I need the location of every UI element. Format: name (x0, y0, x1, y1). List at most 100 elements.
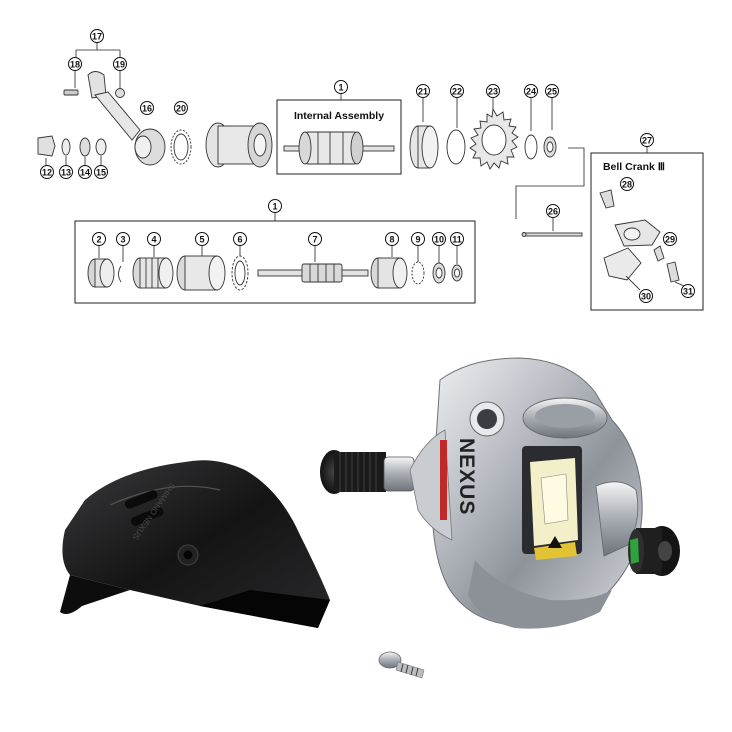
callout-17: 17 (90, 29, 104, 43)
cassette-joint-arm-16 (94, 91, 141, 141)
callout-7-label: 7 (312, 235, 317, 245)
clutch-4 (132, 257, 174, 289)
callout-7: 7 (308, 232, 322, 246)
callout-24-label: 24 (526, 87, 536, 97)
callout-8-label: 8 (389, 235, 394, 245)
lock-ring-20 (170, 129, 192, 165)
callout-24: 24 (524, 84, 538, 98)
callout-9: 9 (411, 232, 425, 246)
bell-crank-cover: SHIMANO NEXUS (60, 460, 330, 628)
callout-2: 2 (92, 232, 106, 246)
callout-13-label: 13 (61, 168, 71, 178)
callout-22-label: 22 (452, 87, 462, 97)
callout-1-top: 1 (334, 80, 348, 94)
callout-11: 11 (450, 232, 464, 246)
screw-18 (63, 89, 79, 96)
fixing-screw (378, 651, 425, 679)
callout-19: 19 (113, 57, 127, 71)
callout-23: 23 (486, 84, 500, 98)
bell-crank-title: Bell Crank Ⅲ (603, 161, 665, 173)
callout-30-label: 30 (641, 292, 651, 302)
brand-text: NEXUS (455, 438, 478, 515)
callout-14-label: 14 (80, 168, 90, 178)
callout-3: 3 (116, 232, 130, 246)
callout-22: 22 (450, 84, 464, 98)
bell-crank-body (614, 219, 661, 247)
callout-25-label: 25 (547, 87, 557, 97)
driver-8 (370, 257, 408, 289)
callout-23-label: 23 (488, 87, 498, 97)
nut-19 (115, 88, 125, 98)
callout-26-label: 26 (548, 207, 558, 217)
callout-15-label: 15 (96, 168, 106, 178)
bolt-28 (599, 189, 615, 209)
callout-10-label: 10 (434, 235, 444, 245)
callout-21: 21 (416, 84, 430, 98)
callout-4: 4 (147, 232, 161, 246)
callout-17-label: 17 (92, 32, 102, 42)
sprocket-23 (469, 107, 519, 170)
cover-30 (603, 247, 642, 281)
callout-3-label: 3 (120, 235, 125, 245)
hub-cone-2 (87, 258, 115, 288)
internal-assembly-part (283, 131, 395, 165)
callout-31: 31 (681, 284, 695, 298)
washer-13 (61, 138, 71, 156)
callout-25: 25 (545, 84, 559, 98)
callout-16: 16 (140, 101, 154, 115)
callout-16-label: 16 (142, 104, 152, 114)
callout-31-label: 31 (683, 287, 693, 297)
nut-11 (451, 264, 463, 282)
snap-ring-24 (524, 134, 538, 160)
internal-assembly-title: Internal Assembly (294, 110, 384, 122)
callout-29-label: 29 (665, 235, 675, 245)
callout-28-label: 28 (622, 180, 632, 190)
dust-cap-12 (37, 135, 56, 157)
callout-8: 8 (385, 232, 399, 246)
exploded-diagram: 17 18 19 16 20 (37, 29, 704, 311)
pawl-ring-6 (231, 255, 249, 291)
callout-1-top-label: 1 (338, 83, 343, 93)
washer-15 (95, 138, 107, 156)
cone-10 (432, 262, 446, 284)
hub-axle-7 (257, 263, 369, 283)
callout-2-label: 2 (96, 235, 101, 245)
callout-28: 28 (620, 177, 634, 191)
callout-5: 5 (195, 232, 209, 246)
ball-bearing-9 (411, 261, 425, 285)
push-rod-26 (521, 232, 583, 237)
callout-27: 27 (640, 133, 654, 147)
callout-18-label: 18 (70, 60, 80, 70)
ball-cup-21 (409, 125, 439, 169)
ring-gear-5 (176, 255, 226, 291)
callout-6-label: 6 (237, 235, 242, 245)
callout-26: 26 (546, 204, 560, 218)
dust-cap-22 (446, 129, 466, 165)
hub-shell (205, 122, 273, 168)
callout-12-label: 12 (42, 168, 52, 178)
callout-14: 14 (78, 165, 92, 179)
product-photo: SHIMANO NEXUS NEXUS (60, 357, 680, 679)
callout-4-label: 4 (151, 235, 156, 245)
bell-crank-unit: NEXUS (320, 357, 680, 629)
callout-9-label: 9 (415, 235, 420, 245)
callout-18: 18 (68, 57, 82, 71)
callout-11-label: 11 (452, 235, 462, 245)
nut-14 (79, 137, 91, 157)
snap-ring-3 (118, 265, 122, 283)
screw-31 (666, 261, 680, 283)
callout-10: 10 (432, 232, 446, 246)
callout-19-label: 19 (115, 60, 125, 70)
callout-13: 13 (59, 165, 73, 179)
callout-1-bottom-label: 1 (272, 202, 277, 212)
callout-1-bottom: 1 (268, 199, 282, 213)
callout-6: 6 (233, 232, 247, 246)
callout-27-label: 27 (642, 136, 652, 146)
callout-20-label: 20 (176, 104, 186, 114)
callout-20: 20 (174, 101, 188, 115)
nut-25 (543, 136, 557, 158)
callout-21-label: 21 (418, 87, 428, 97)
callout-12: 12 (40, 165, 54, 179)
callout-5-label: 5 (199, 235, 204, 245)
